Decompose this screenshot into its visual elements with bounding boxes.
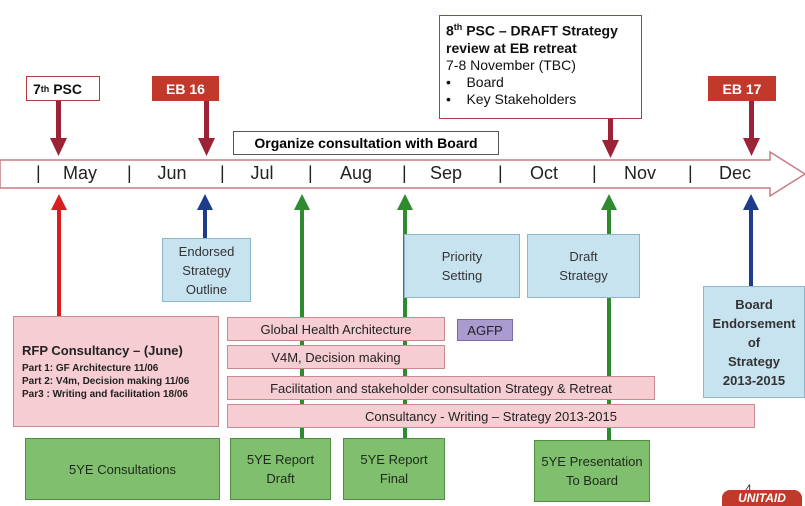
arrow-board-up	[743, 194, 759, 286]
psc8-bullet-1-text: Board	[466, 73, 504, 90]
arrow-rfp-up	[51, 194, 67, 318]
agfp-box: AGFP	[457, 319, 513, 341]
month-label: May	[62, 163, 97, 183]
psc8-bullet-2-text: Key Stakeholders	[466, 90, 577, 107]
month-separator: |	[127, 163, 132, 183]
month-separator: |	[36, 163, 41, 183]
psc7-sup: th	[40, 83, 50, 94]
psc7-label: PSC	[53, 80, 82, 97]
global-health-architecture-bar: Global Health Architecture	[227, 317, 445, 341]
arrow-8th-psc	[602, 119, 619, 158]
page-number: 4	[745, 482, 752, 496]
month-separator: |	[402, 163, 407, 183]
priority-setting-box: Priority Setting	[404, 234, 520, 298]
month-label: Aug	[339, 163, 373, 183]
month-separator: |	[308, 163, 313, 183]
month-separator: |	[220, 163, 225, 183]
arrow-7th-psc	[50, 101, 67, 156]
month-label: Oct	[529, 163, 558, 183]
psc8-title: 8th PSC – DRAFT Strategy review at EB re…	[446, 19, 635, 57]
psc8-title-text: PSC – DRAFT Strategy review at EB retrea…	[446, 22, 618, 56]
arrow-eb17	[743, 101, 760, 156]
v4m-decision-making-bar: V4M, Decision making	[227, 345, 445, 369]
arrow-endorsed-up	[197, 194, 213, 240]
unitaid-logo: UNITAID	[722, 490, 802, 506]
draft-strategy-box: Draft Strategy	[527, 234, 640, 298]
organize-consultation-label: Organize consultation with Board	[233, 131, 499, 155]
month-separator: |	[592, 163, 597, 183]
5ye-report-final-box: 5YE Report Final	[343, 438, 445, 500]
board-endorsement-box: Board Endorsement of Strategy 2013-2015	[703, 286, 805, 398]
month-label: Jul	[250, 163, 274, 183]
psc8-box: 8th PSC – DRAFT Strategy review at EB re…	[439, 15, 642, 119]
month-separator: |	[688, 163, 693, 183]
arrow-presentation-up	[601, 194, 617, 440]
month-label: Nov	[623, 163, 656, 183]
rfp-line-2: Part 2: V4m, Decision making 11/06	[22, 376, 190, 387]
endorsed-strategy-outline-box: Endorsed Strategy Outline	[162, 238, 251, 302]
month-separator: |	[498, 163, 503, 183]
month-label: Sep	[429, 163, 463, 183]
psc8-sup: th	[453, 22, 463, 32]
arrow-eb16	[198, 101, 215, 156]
rfp-line-3: Par3 : Writing and facilitation 18/06	[22, 389, 188, 400]
month-label: Jun	[157, 163, 187, 183]
eb17-box: EB 17	[708, 76, 776, 101]
timeline-arrow	[0, 150, 805, 198]
5ye-report-draft-box: 5YE Report Draft	[230, 438, 331, 500]
psc8-date: 7-8 November (TBC)	[446, 56, 576, 73]
rfp-line-1: Part 1: GF Architecture 11/06	[22, 363, 159, 374]
5ye-presentation-box: 5YE Presentation To Board	[534, 440, 650, 502]
psc8-bullet-1: • Board	[446, 73, 504, 90]
rfp-consultancy-box: RFP Consultancy – (June) Part 1: GF Arch…	[13, 316, 219, 427]
5ye-consultations-box: 5YE Consultations	[25, 438, 220, 500]
arrow-report-draft-up	[294, 194, 310, 438]
psc8-bullet-2: • Key Stakeholders	[446, 90, 577, 107]
facilitation-bar: Facilitation and stakeholder consultatio…	[227, 376, 655, 400]
consultancy-writing-bar: Consultancy - Writing – Strategy 2013-20…	[227, 404, 755, 428]
month-label: Dec	[718, 163, 751, 183]
psc8-num: 8	[446, 22, 454, 39]
rfp-title: RFP Consultancy – (June)	[22, 343, 183, 358]
psc7-num: 7	[33, 80, 41, 97]
eb16-box: EB 16	[152, 76, 219, 101]
arrow-report-final-up	[397, 194, 413, 438]
